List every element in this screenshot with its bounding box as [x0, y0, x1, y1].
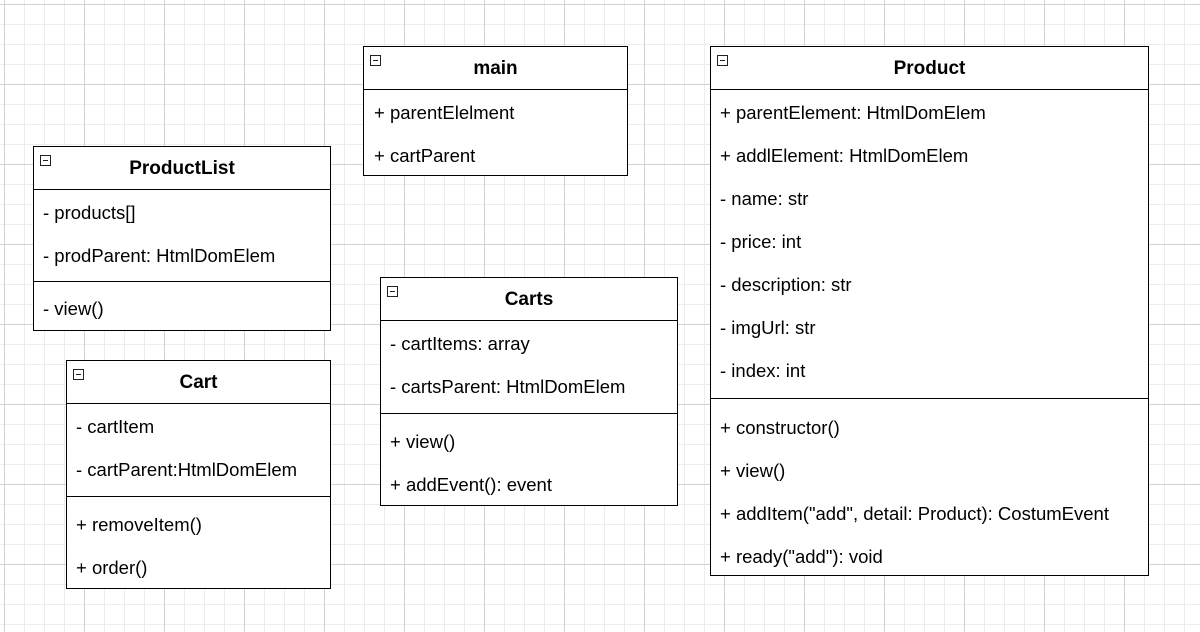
attribute[interactable]: + cartParent [374, 145, 476, 166]
attributes-section: - products[] - prodParent: HtmlDomElem [34, 190, 330, 281]
collapse-icon[interactable] [387, 286, 398, 297]
attributes-section: + parentElement: HtmlDomElem + addlEleme… [711, 90, 1148, 398]
class-product[interactable]: Product + parentElement: HtmlDomElem + a… [710, 46, 1149, 576]
attribute[interactable]: - imgUrl: str [720, 317, 816, 338]
collapse-icon[interactable] [73, 369, 84, 380]
collapse-icon[interactable] [370, 55, 381, 66]
method[interactable]: - view() [43, 298, 104, 319]
class-header[interactable]: ProductList [34, 147, 330, 190]
method[interactable]: + removeItem() [76, 514, 202, 535]
attributes-section: - cartItems: array - cartsParent: HtmlDo… [381, 321, 677, 413]
attribute[interactable]: + addlElement: HtmlDomElem [720, 145, 969, 166]
attribute[interactable]: - price: int [720, 231, 802, 252]
attribute[interactable]: + parentElement: HtmlDomElem [720, 102, 986, 123]
class-header[interactable]: Carts [381, 278, 677, 321]
attribute[interactable]: - cartItems: array [390, 333, 530, 354]
method[interactable]: + view() [390, 431, 456, 452]
attribute[interactable]: + parentElelment [374, 102, 515, 123]
attribute[interactable]: - cartParent:HtmlDomElem [76, 459, 298, 480]
methods-section: + constructor() + view() + addItem("add"… [711, 398, 1148, 578]
attribute[interactable]: - index: int [720, 360, 806, 381]
method[interactable]: + addEvent(): event [390, 474, 552, 495]
attribute[interactable]: - cartsParent: HtmlDomElem [390, 376, 626, 397]
class-cart[interactable]: Cart - cartItem - cartParent:HtmlDomElem… [66, 360, 331, 589]
attribute[interactable]: - products[] [43, 202, 136, 223]
attribute[interactable]: - prodParent: HtmlDomElem [43, 245, 276, 266]
class-main[interactable]: main + parentElelment + cartParent [363, 46, 628, 176]
methods-section: - view() [34, 281, 330, 330]
attribute[interactable]: - description: str [720, 274, 852, 295]
class-productlist[interactable]: ProductList - products[] - prodParent: H… [33, 146, 331, 331]
class-header[interactable]: Cart [67, 361, 330, 404]
class-name: ProductList [129, 158, 235, 179]
collapse-icon[interactable] [717, 55, 728, 66]
method[interactable]: + view() [720, 460, 786, 481]
method[interactable]: + order() [76, 557, 148, 578]
method[interactable]: + ready("add"): void [720, 546, 883, 567]
class-name: Product [893, 58, 966, 79]
attribute[interactable]: - cartItem [76, 416, 155, 437]
attributes-section: + parentElelment + cartParent [364, 90, 627, 177]
class-name: Carts [504, 289, 554, 310]
class-header[interactable]: main [364, 47, 627, 90]
collapse-icon[interactable] [40, 155, 51, 166]
class-carts[interactable]: Carts - cartItems: array - cartsParent: … [380, 277, 678, 506]
class-header[interactable]: Product [711, 47, 1148, 90]
methods-section: + view() + addEvent(): event [381, 413, 677, 506]
method[interactable]: + addItem("add", detail: Product): Costu… [720, 503, 1109, 524]
class-name: Cart [179, 372, 218, 393]
methods-section: + removeItem() + order() [67, 496, 330, 589]
method[interactable]: + constructor() [720, 417, 840, 438]
attributes-section: - cartItem - cartParent:HtmlDomElem [67, 404, 330, 496]
attribute[interactable]: - name: str [720, 188, 809, 209]
class-name: main [473, 58, 518, 79]
